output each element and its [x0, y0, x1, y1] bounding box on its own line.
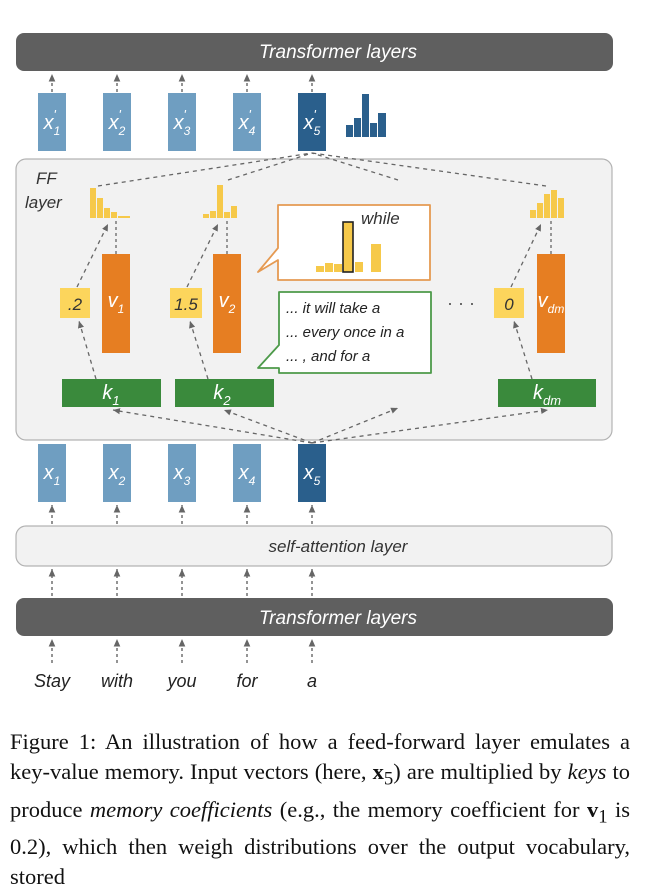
value-histogram-dm	[530, 190, 564, 218]
value-callout-bar-3	[334, 264, 342, 272]
ff-layer-label-line1: FF	[36, 169, 58, 188]
self-attention-panel	[15, 525, 613, 567]
ellipsis: · · ·	[447, 293, 475, 313]
diagram-canvas: Transformer layers x1' x2' x3' x4' x5' F…	[15, 33, 613, 691]
histogram-to-output-lines	[97, 152, 547, 187]
caption-text-3: to produce	[10, 759, 630, 822]
input-word-4: for	[236, 671, 258, 691]
input-word-2: with	[101, 671, 133, 691]
key-callout-line-1: ... it will take a	[286, 300, 380, 317]
key-vector-1: k1	[62, 379, 161, 408]
svg-text:k1: k1	[102, 382, 119, 408]
input-word-1: Stay	[34, 671, 71, 691]
value-vector-1: v1	[102, 254, 130, 353]
input-token-3: x3	[168, 444, 196, 502]
value-callout: while	[257, 204, 431, 281]
value-histogram-2	[203, 185, 237, 218]
value-callout-bar-highlight	[342, 221, 354, 273]
svg-text:v1: v1	[108, 290, 125, 316]
input-token-4: x4	[233, 444, 261, 502]
value-histogram-1	[90, 188, 130, 218]
svg-text:v2: v2	[219, 290, 236, 316]
caption-keys: keys	[567, 759, 607, 784]
svg-text:x2: x2	[108, 462, 126, 488]
figure-caption: Figure 1: An illustration of how a feed-…	[10, 727, 630, 892]
value-vector-2: v2	[213, 254, 241, 353]
output-arrows	[48, 74, 316, 92]
svg-text:x3: x3	[173, 462, 191, 488]
key-callout: ... it will take a ... every once in a .…	[257, 291, 432, 374]
word-arrows	[48, 639, 316, 663]
svg-text:vdm: vdm	[538, 290, 565, 316]
value-callout-bar-5	[355, 262, 363, 272]
input-word-5: a	[307, 671, 317, 691]
output-distribution-histogram	[346, 94, 386, 137]
bottom-transformer-bar	[16, 598, 613, 636]
memory-coefficient-dm: 0	[494, 288, 524, 318]
input-token-1: x1	[38, 444, 66, 502]
svg-text:k2: k2	[213, 382, 231, 408]
coefficient-histogram-lines	[76, 223, 542, 288]
caption-math-x-sub: 5	[383, 768, 394, 790]
key-vector-dm: kdm	[498, 379, 596, 408]
svg-text:1.5: 1.5	[174, 295, 198, 314]
value-callout-bar-2	[325, 263, 333, 272]
value-callout-word: while	[361, 209, 400, 228]
svg-text:x3': x3'	[173, 107, 191, 138]
svg-text:x5': x5'	[303, 107, 321, 138]
caption-math-v-sub: 1	[598, 806, 608, 827]
value-callout-bar-6	[371, 244, 381, 272]
output-token-5: x5'	[298, 93, 326, 151]
key-callout-line-3: ... , and for a	[286, 348, 370, 365]
caption-text-2: ) are multiplied by	[393, 759, 568, 784]
caption-math-x: x	[372, 759, 384, 784]
top-transformer-label: Transformer layers	[259, 42, 418, 63]
key-callout-line-2: ... every once in a	[286, 324, 404, 341]
value-callout-bar-1	[316, 266, 324, 272]
key-coefficient-lines	[77, 320, 533, 380]
output-token-2: x2'	[103, 93, 131, 151]
svg-text:.2: .2	[68, 295, 83, 314]
value-vector-dm: vdm	[537, 254, 565, 353]
svg-text:x2': x2'	[108, 107, 126, 138]
attention-token-arrows	[48, 504, 316, 524]
svg-text:x4: x4	[238, 462, 256, 488]
input-token-5: x5	[298, 444, 326, 502]
output-token-3: x3'	[168, 93, 196, 151]
bar-attention-arrows	[48, 569, 316, 596]
caption-memory-coefficients: memory coefficients	[89, 796, 273, 822]
output-token-4: x4'	[233, 93, 261, 151]
caption-text-1: Figure 1: An illustration of how a feed-…	[10, 729, 630, 784]
input-word-3: you	[165, 671, 196, 691]
svg-text:x5: x5	[303, 462, 321, 488]
output-token-1: x1'	[38, 93, 66, 151]
key-vector-2: k2	[175, 379, 274, 408]
caption-text-4: (e.g., the memory coefficient for	[272, 796, 587, 822]
input-key-lines	[112, 407, 549, 444]
memory-coefficient-1: .2	[60, 288, 90, 318]
caption-math-v: v	[586, 796, 599, 822]
top-transformer-bar	[16, 33, 613, 71]
ff-layer-label-line2: layer	[25, 193, 63, 212]
caption-text-5: is 0.2), which then weigh distributions …	[10, 796, 631, 890]
svg-text:x1: x1	[43, 462, 61, 488]
svg-text:x4': x4'	[238, 107, 256, 138]
self-attention-label: self-attention layer	[269, 537, 409, 556]
svg-text:kdm: kdm	[533, 382, 561, 408]
memory-coefficient-2: 1.5	[170, 288, 202, 318]
input-token-2: x2	[103, 444, 131, 502]
svg-text:x1': x1'	[43, 107, 61, 138]
svg-text:0: 0	[504, 295, 514, 314]
bottom-transformer-label: Transformer layers	[259, 608, 418, 629]
